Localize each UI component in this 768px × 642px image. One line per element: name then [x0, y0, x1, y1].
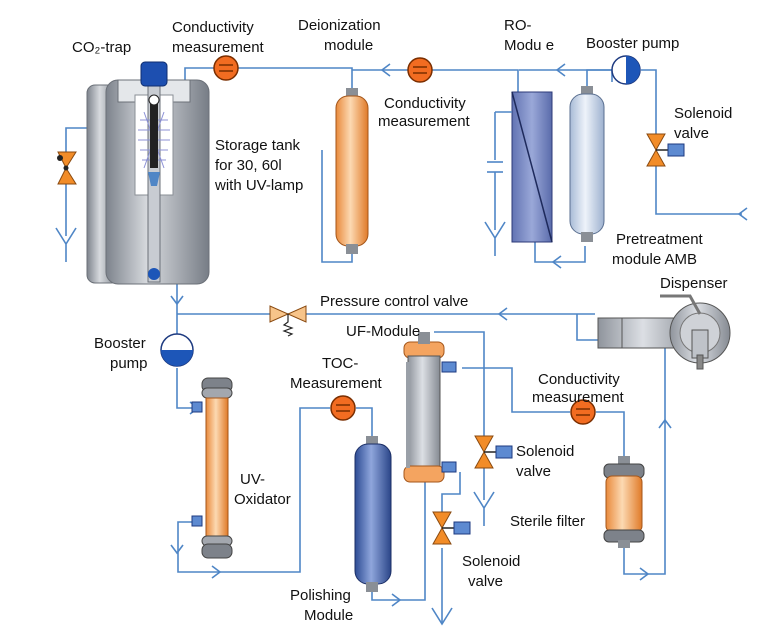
uf-module [403, 332, 457, 483]
label-solenoid-mid-1: Solenoid [516, 443, 574, 460]
sensor-cond-right [570, 399, 596, 425]
label-pretreat-1: Pretreatment [616, 231, 704, 248]
label-storage-3: with UV-lamp [214, 177, 303, 194]
label-cond-right-1: Conductivity [538, 371, 620, 388]
label-solenoid-top-1: Solenoid [674, 105, 732, 122]
arrow-bottom-1 [211, 565, 222, 579]
label-solenoid-top-2: valve [674, 125, 709, 142]
label-pressure-valve: Pressure control valve [320, 293, 468, 310]
label-uv-ox-2: Oxidator [234, 491, 291, 508]
pipe-deion-to-ro [352, 69, 519, 92]
dispenser [597, 294, 731, 370]
drain-solenoid-mid [473, 491, 495, 526]
pipe-tank-to-cond-top [184, 67, 353, 90]
arrow-inlet [737, 207, 748, 221]
booster-pump-top [611, 55, 641, 85]
pipe-toc-to-polish [356, 407, 373, 438]
arrow-ro-bottom [551, 255, 562, 269]
valve-solenoid-top [646, 133, 685, 167]
sterile-filter [603, 456, 645, 548]
pipe-ro-to-booster [519, 69, 613, 82]
drain-symbols [55, 221, 506, 626]
label-ro-1: RO- [504, 17, 532, 34]
label-booster-top: Booster pump [586, 35, 679, 52]
pretreatment-module [569, 86, 605, 242]
labels: CO₂-trap Conductivity measurement Deioni… [72, 17, 732, 624]
label-cond-top-2: measurement [172, 39, 265, 56]
label-storage-2: for 30, 60l [215, 157, 282, 174]
pipe-pretreat-top [586, 69, 612, 88]
deionization-module [335, 88, 369, 254]
pipe-polish-to-uf [371, 470, 426, 601]
label-solenoid-mid-2: valve [516, 463, 551, 480]
arrow-uv-down [170, 544, 184, 555]
drain-solenoid-bottom [431, 607, 453, 626]
polishing-module [354, 436, 392, 592]
pipe-dispenser-in [576, 314, 598, 341]
label-co2-trap: CO₂-trap [72, 39, 131, 56]
pipes [65, 67, 742, 624]
sensor-toc [330, 395, 356, 421]
label-deion-2: module [324, 37, 373, 54]
pipe-uf-top [434, 331, 485, 440]
valve-tank-left [57, 151, 77, 185]
label-deion-1: Deionization [298, 17, 381, 34]
label-ro-2: Modu e [504, 37, 554, 54]
uv-oxidator [191, 377, 233, 559]
arrow-top-1 [380, 63, 391, 77]
valve-solenoid-bottom [432, 511, 471, 545]
pipe-ro-bottom [534, 240, 586, 263]
pipe-deion-down [321, 150, 353, 263]
pipe-cond-to-sterile [596, 411, 625, 458]
pipe-uf-bottom [441, 472, 461, 525]
label-pretreat-2: module AMB [612, 251, 697, 268]
label-cond-mid-2: measurement [378, 113, 471, 130]
sensor-cond-top [213, 55, 239, 81]
tank-outlet [148, 268, 160, 280]
label-cond-mid-1: Conductivity [384, 95, 466, 112]
arrow-pressure [497, 307, 508, 321]
label-storage-1: Storage tank [215, 137, 301, 154]
sensor-cond-mid [407, 57, 433, 83]
lamp-valve [148, 172, 160, 186]
label-solenoid-bot-2: valve [468, 573, 503, 590]
label-cond-right-2: measurement [532, 389, 625, 406]
label-solenoid-bot-1: Solenoid [462, 553, 520, 570]
pipe-sterile-out [623, 418, 666, 575]
label-uv-ox-1: UV- [240, 471, 265, 488]
label-toc-1: TOC- [322, 355, 358, 372]
arrow-tank-down [170, 295, 184, 306]
valve-solenoid-mid [474, 435, 513, 469]
pipe-uv-to-toc [177, 407, 330, 573]
ro-module [495, 91, 553, 243]
label-booster-left-2: pump [110, 355, 148, 372]
drain-left [55, 227, 77, 262]
label-polish-2: Module [304, 607, 353, 624]
storage-tank [86, 61, 210, 285]
label-sterile: Sterile filter [510, 513, 585, 530]
label-cond-top-1: Conductivity [172, 19, 254, 36]
co2-trap-cap [140, 61, 168, 87]
booster-pump-left [160, 333, 194, 367]
arrow-up-right [658, 418, 672, 429]
label-polish-1: Polishing [290, 587, 351, 604]
lamp-indicator [148, 94, 160, 106]
label-booster-left-1: Booster [94, 335, 146, 352]
label-toc-2: Measurement [290, 375, 383, 392]
drain-ro [484, 221, 506, 256]
arrow-top-2 [555, 63, 566, 77]
lamp-core [150, 96, 158, 168]
label-uf-module: UF-Module [346, 323, 420, 340]
label-dispenser: Dispenser [660, 275, 728, 292]
pressure-control-valve [269, 305, 307, 337]
pipe-booster-to-uv [176, 368, 198, 409]
pipe-uf-to-cond [462, 367, 570, 413]
arrow-bottom-2 [391, 593, 402, 607]
arrow-sterile-out [639, 567, 650, 581]
